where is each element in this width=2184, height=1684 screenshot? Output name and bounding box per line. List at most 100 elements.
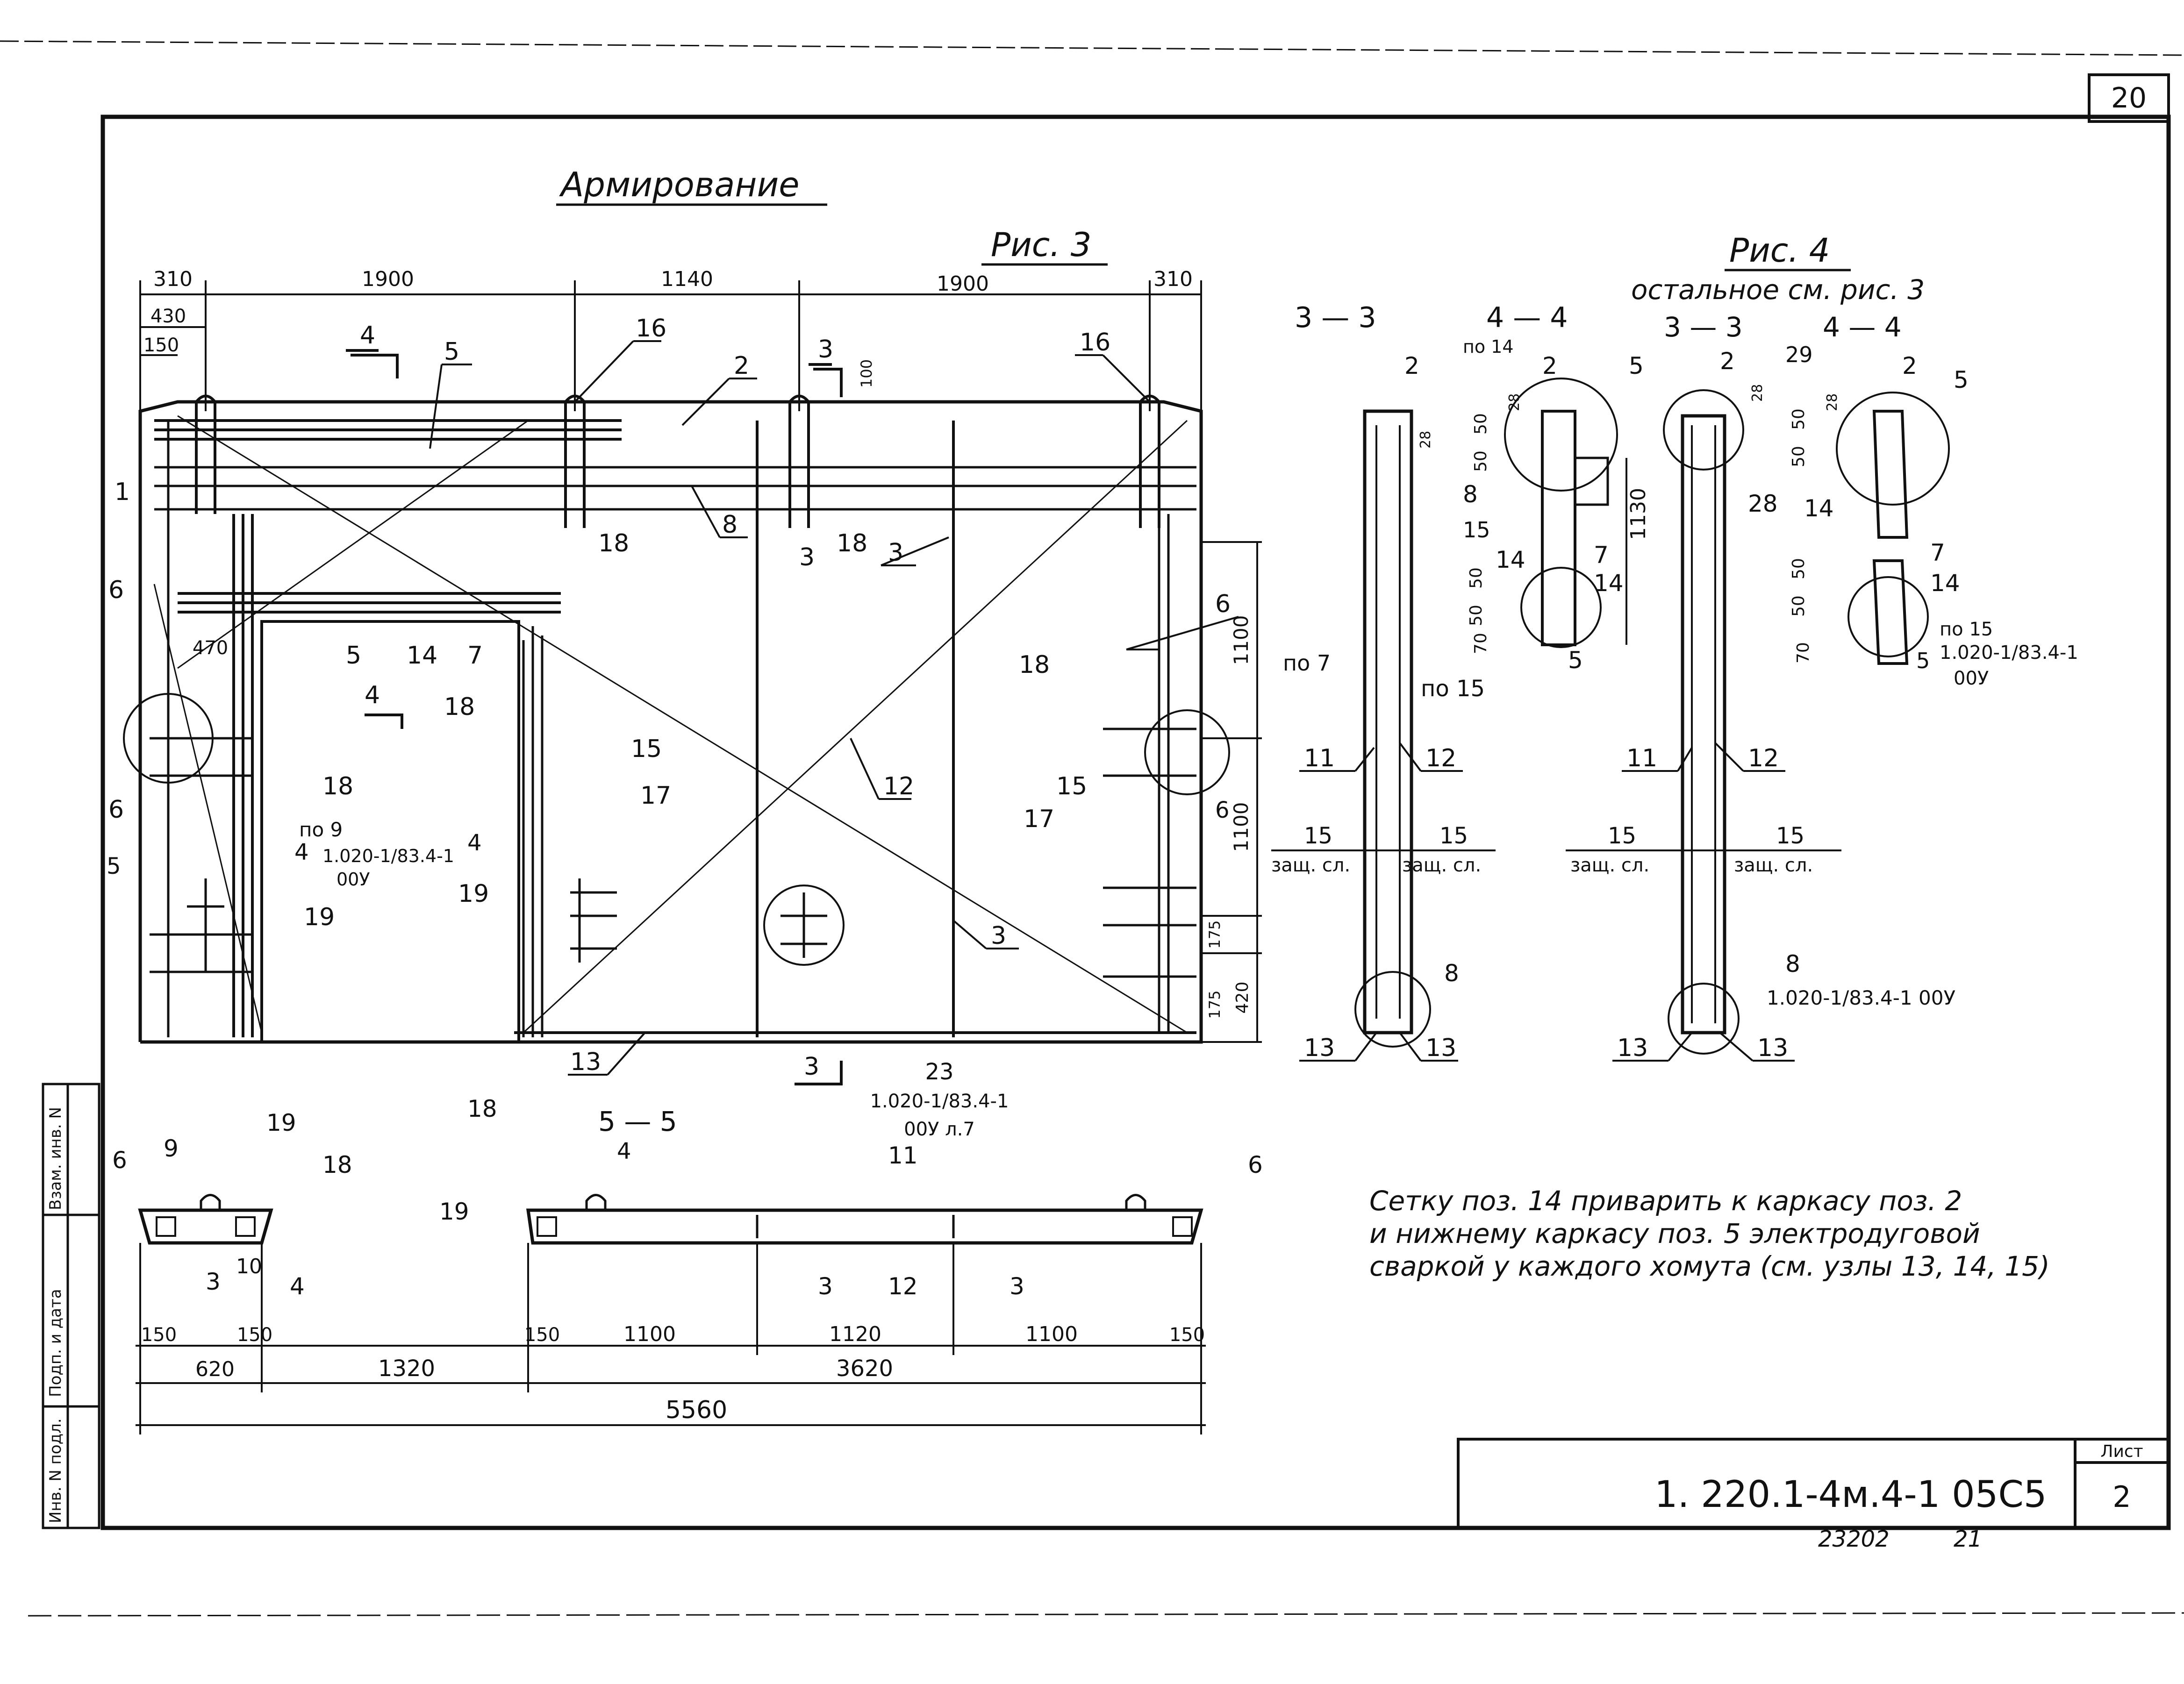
fig3-dimension-lines <box>139 280 1262 1043</box>
dim-430: 430 <box>150 306 186 327</box>
callout-17-b: 17 <box>1024 805 1054 833</box>
s55-label-18a: 18 <box>322 1151 352 1178</box>
fig4-label-2b: 2 <box>1902 352 1917 379</box>
dim-310-left: 310 <box>153 267 193 291</box>
s55-label-9: 9 <box>164 1135 179 1162</box>
callout-3-b: 3 <box>888 539 903 567</box>
dim-100: 100 <box>858 359 875 388</box>
dim-1900-right: 1900 <box>937 272 989 296</box>
sec33-label-12: 12 <box>1425 744 1456 772</box>
s55-dim-150b: 150 <box>237 1324 272 1346</box>
sec33-dim-50-d: 50 <box>1467 605 1486 626</box>
callout-4-a: 4 <box>294 839 309 865</box>
callout-16-a: 16 <box>636 314 666 343</box>
sec33-label-14a: 14 <box>1496 546 1525 573</box>
dim-175-upper: 175 <box>1206 920 1224 949</box>
dim-1140: 1140 <box>661 267 713 291</box>
s55-dim-1320: 1320 <box>378 1356 435 1382</box>
fig4-dim-28a: 28 <box>1749 384 1766 402</box>
s55-label-18b: 18 <box>467 1095 497 1122</box>
s55-label-19b: 19 <box>439 1198 469 1225</box>
ref-po9-doc: 1.020-1/83.4-1 <box>322 846 454 866</box>
callout-18-c: 18 <box>322 772 353 800</box>
s55-label-19a: 19 <box>266 1109 296 1136</box>
fig4-dim-50a: 50 <box>1789 408 1808 430</box>
welding-note: Сетку поз. 14 приварить к каркасу поз. 2… <box>1369 1185 2050 1282</box>
sec33-label-13b: 13 <box>1425 1034 1456 1062</box>
sec33-dim-50-a: 50 <box>1471 413 1490 435</box>
sec33-dim-70: 70 <box>1471 633 1490 654</box>
section-55-dimension-lines <box>136 1243 1206 1434</box>
fig3-top-dimensions: 310 1900 1140 1900 310 430 150 470 100 <box>143 267 1193 659</box>
dim-175-lower: 175 <box>1206 990 1224 1019</box>
ref-po9: по 9 <box>299 818 343 841</box>
fig4-zash-left-num: 15 <box>1608 823 1636 849</box>
section-33-title: 3 — 3 <box>1295 301 1376 334</box>
section-55-labels: 5 — 5 6 9 19 18 3 10 4 18 4 11 19 6 3 12… <box>112 1095 1263 1424</box>
sec33-label-13a: 13 <box>1304 1034 1335 1062</box>
callout-1: 1 <box>115 478 130 506</box>
sec33-dim-28-b: 28 <box>1506 393 1523 411</box>
s55-dim-620: 620 <box>195 1357 235 1381</box>
drawing-title: Армирование <box>559 165 800 204</box>
fig4-zash-left: защ. сл. <box>1570 855 1649 876</box>
section-33-labels: 3 — 3 4 — 4 по 14 по 15 28 28 50 50 50 5… <box>1271 301 1650 1062</box>
left-stamp-column <box>42 1083 100 1529</box>
ref-23-doc2: 00У л.7 <box>904 1119 975 1140</box>
section-mark-3-top: 3 <box>818 335 833 364</box>
fig4-doc2: 1.020-1/83.4-1 00У <box>1767 986 1955 1009</box>
fig3-section-mark-labels: 4 3 4 3 <box>360 321 833 1081</box>
stamp-label-vzam-inv: Взам. инв. N <box>46 1107 65 1210</box>
ref-23: 23 <box>925 1059 953 1085</box>
s55-label-12: 12 <box>888 1273 918 1300</box>
s55-label-3a: 3 <box>206 1268 221 1295</box>
dim-1100-upper: 1100 <box>1230 615 1253 665</box>
callout-19-a: 19 <box>304 903 335 931</box>
s55-dim-150a: 150 <box>141 1324 177 1346</box>
callout-6-b: 6 <box>108 796 124 824</box>
section-fig4-leaders <box>1566 742 1841 1062</box>
sec33-zash-right-num: 15 <box>1439 823 1468 849</box>
section-mark-3-bottom: 3 <box>804 1053 819 1081</box>
fig4-dim-50b: 50 <box>1789 446 1808 467</box>
dim-470: 470 <box>193 637 228 659</box>
fig4-label: Рис. 4 <box>1729 231 1830 270</box>
fig3-section-marks <box>346 349 843 1085</box>
fig4-dim-28b: 28 <box>1824 393 1840 411</box>
s55-label-3c: 3 <box>1010 1273 1024 1300</box>
callout-18-b: 18 <box>837 529 867 557</box>
callout-18-a: 18 <box>598 529 629 557</box>
s55-label-11: 11 <box>888 1142 918 1169</box>
s55-dim-1100a: 1100 <box>623 1322 676 1346</box>
sec33-dim-1130: 1130 <box>1626 488 1650 540</box>
fig4-label-11: 11 <box>1626 744 1657 772</box>
sec33-label-15: 15 <box>1463 517 1490 542</box>
stamp-page: 21 <box>1954 1526 1982 1552</box>
section-44-title: 4 — 4 <box>1486 301 1568 334</box>
fig4-label-14b: 14 <box>1930 570 1960 597</box>
sec33-zash-left-num: 15 <box>1304 823 1332 849</box>
dim-310-right: 310 <box>1153 267 1193 291</box>
fig4-section-33-title: 3 — 3 <box>1664 311 1743 343</box>
section-55-title: 5 — 5 <box>598 1106 677 1137</box>
ref-po9-doc2: 00У <box>337 869 370 890</box>
s55-dim-1100b: 1100 <box>1025 1322 1078 1346</box>
section-33-leaders <box>1271 742 1496 1062</box>
callout-6-c: 6 <box>1215 590 1231 618</box>
callout-12: 12 <box>883 772 914 800</box>
s55-dim-5560: 5560 <box>666 1396 727 1424</box>
callout-15-b: 15 <box>1056 772 1087 800</box>
sec33-dim-50-c: 50 <box>1467 567 1486 589</box>
note-line-2: и нижнему каркасу поз. 5 электродуговой <box>1369 1218 1980 1249</box>
sec33-dim-50-b: 50 <box>1471 450 1490 472</box>
s55-label-4a: 4 <box>290 1273 305 1300</box>
sec33-label-14b: 14 <box>1594 570 1624 597</box>
s55-dim-main-150a: 150 <box>524 1324 560 1346</box>
callout-15-a: 15 <box>631 735 662 763</box>
fig3-references: по 9 1.020-1/83.4-1 00У по 7 23 1.020-1/… <box>299 650 1331 1140</box>
list-label: Лист <box>2100 1442 2143 1461</box>
sec33-label-8: 8 <box>1463 481 1478 508</box>
sec33-label-2b: 2 <box>1542 352 1557 379</box>
callout-6-a: 6 <box>108 576 124 604</box>
section-33-drawing <box>1354 378 1627 1048</box>
